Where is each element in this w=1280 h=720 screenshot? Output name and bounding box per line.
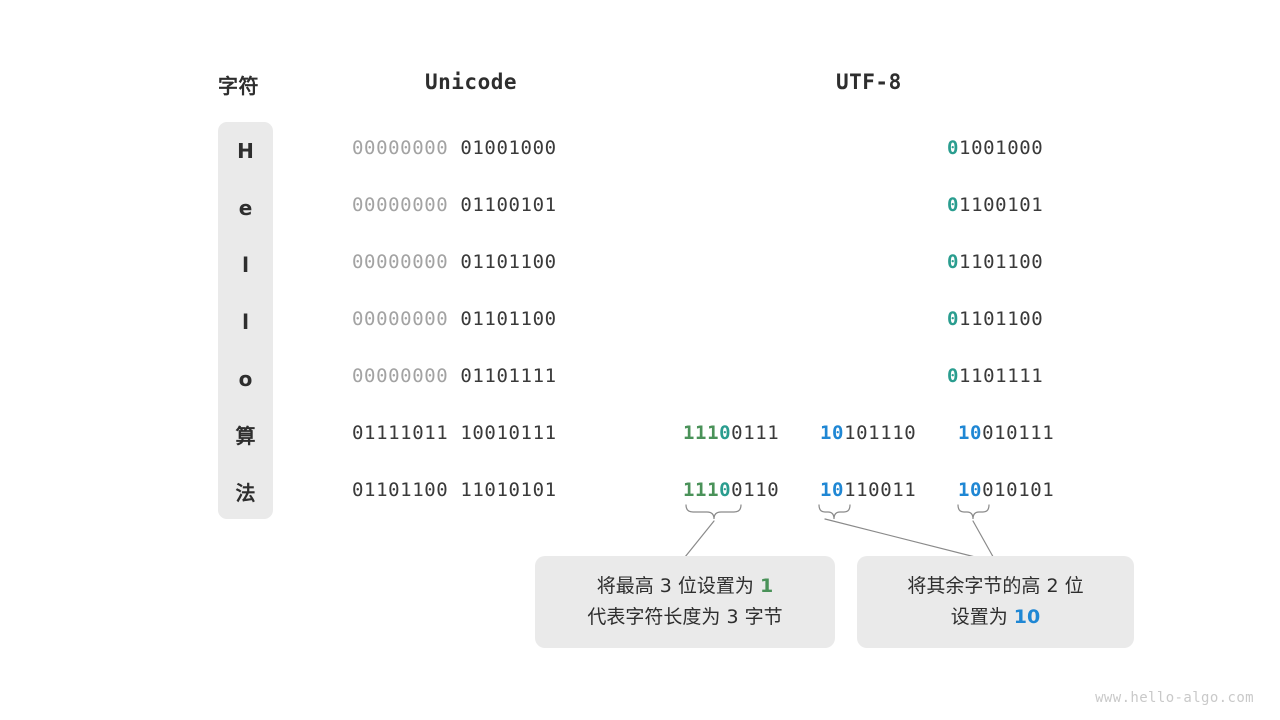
utf8-prefix-bits: 10 [820, 422, 845, 444]
unicode-binary: 00000000 01101111 [352, 365, 557, 387]
utf8-byte: 10010101 [958, 479, 1054, 501]
unicode-byte-1: 01111011 [352, 422, 449, 444]
utf8-payload-bits: 1101111 [959, 365, 1044, 387]
utf8-byte: 10110011 [820, 479, 916, 501]
unicode-byte-2: 01101111 [460, 365, 557, 387]
unicode-byte-1: 00000000 [352, 194, 449, 216]
character-cell: o [238, 367, 253, 391]
character-cell: e [238, 196, 253, 220]
column-header-unicode: Unicode [425, 70, 518, 94]
byte-separator [448, 365, 460, 387]
utf8-byte: 01001000 [947, 137, 1043, 159]
utf8-byte: 01100101 [947, 194, 1043, 216]
unicode-binary: 00000000 01001000 [352, 137, 557, 159]
utf8-byte: 11100111 [683, 422, 779, 444]
unicode-binary: 01111011 10010111 [352, 422, 557, 444]
utf8-prefix-bits: 10 [958, 422, 983, 444]
utf8-prefix-bits: 111 [683, 422, 720, 444]
unicode-byte-1: 00000000 [352, 365, 449, 387]
unicode-binary: 00000000 01101100 [352, 308, 557, 330]
utf8-byte: 10101110 [820, 422, 916, 444]
unicode-byte-1: 00000000 [352, 308, 449, 330]
character-cell: l [242, 253, 249, 277]
unicode-byte-1: 01101100 [352, 479, 449, 501]
callout-1-line-1-text: 将最高 3 位设置为 [596, 575, 760, 597]
byte-separator [448, 251, 460, 273]
utf8-byte: 01101111 [947, 365, 1043, 387]
utf8-prefix-terminator-bit: 0 [719, 422, 732, 444]
utf8-payload-bits: 1100101 [959, 194, 1044, 216]
unicode-byte-2: 01001000 [460, 137, 557, 159]
unicode-binary: 01101100 11010101 [352, 479, 557, 501]
callout-1-line-2: 代表字符长度为 3 字节 [587, 606, 783, 628]
utf8-prefix-bits: 0 [947, 137, 960, 159]
unicode-byte-2: 10010111 [460, 422, 557, 444]
column-header-character: 字符 [218, 74, 259, 98]
utf8-payload-bits: 1001000 [959, 137, 1044, 159]
utf8-prefix-bits: 0 [947, 251, 960, 273]
unicode-byte-2: 01100101 [460, 194, 557, 216]
callout-2-line-1: 将其余字节的高 2 位 [907, 575, 1084, 597]
utf8-payload-bits: 1101100 [959, 308, 1044, 330]
callout-2-highlight-10: 10 [1013, 606, 1041, 628]
utf8-prefix-bits: 0 [947, 308, 960, 330]
utf8-byte: 11100110 [683, 479, 779, 501]
utf8-prefix-bits: 10 [820, 479, 845, 501]
utf8-payload-bits: 010111 [982, 422, 1055, 444]
unicode-byte-2: 11010101 [460, 479, 557, 501]
unicode-byte-1: 00000000 [352, 251, 449, 273]
utf8-payload-bits: 0110 [731, 479, 780, 501]
callout-continuation-bits: 将其余字节的高 2 位 设置为 10 [857, 556, 1134, 648]
unicode-byte-2: 01101100 [460, 308, 557, 330]
byte-separator [448, 479, 460, 501]
unicode-binary: 00000000 01101100 [352, 251, 557, 273]
byte-separator [448, 422, 460, 444]
unicode-byte-1: 00000000 [352, 137, 449, 159]
utf8-payload-bits: 010101 [982, 479, 1055, 501]
utf8-byte: 10010111 [958, 422, 1054, 444]
utf8-prefix-terminator-bit: 0 [719, 479, 732, 501]
callout-high-3-bits: 将最高 3 位设置为 1 代表字符长度为 3 字节 [535, 556, 835, 648]
character-cell: H [237, 139, 254, 163]
column-header-utf8: UTF-8 [836, 70, 902, 94]
byte-separator [448, 308, 460, 330]
character-cell: l [242, 310, 249, 334]
utf8-prefix-bits: 111 [683, 479, 720, 501]
utf8-payload-bits: 101110 [844, 422, 917, 444]
callout-1-highlight-1: 1 [759, 575, 774, 597]
utf8-prefix-bits: 0 [947, 365, 960, 387]
utf8-prefix-bits: 10 [958, 479, 983, 501]
character-cell: 算 [235, 424, 256, 448]
utf8-payload-bits: 1101100 [959, 251, 1044, 273]
unicode-byte-2: 01101100 [460, 251, 557, 273]
utf8-prefix-bits: 0 [947, 194, 960, 216]
byte-separator [448, 137, 460, 159]
utf8-payload-bits: 0111 [731, 422, 780, 444]
unicode-binary: 00000000 01100101 [352, 194, 557, 216]
callout-1-line-1: 将最高 3 位设置为 1 [597, 571, 773, 602]
callout-2-line-2-text: 设置为 [950, 606, 1014, 628]
utf8-byte: 01101100 [947, 308, 1043, 330]
byte-separator [448, 194, 460, 216]
callout-2-line-2: 设置为 10 [951, 602, 1041, 633]
watermark: www.hello-algo.com [1095, 690, 1254, 706]
utf8-payload-bits: 110011 [844, 479, 917, 501]
character-cell: 法 [235, 481, 256, 505]
utf8-byte: 01101100 [947, 251, 1043, 273]
